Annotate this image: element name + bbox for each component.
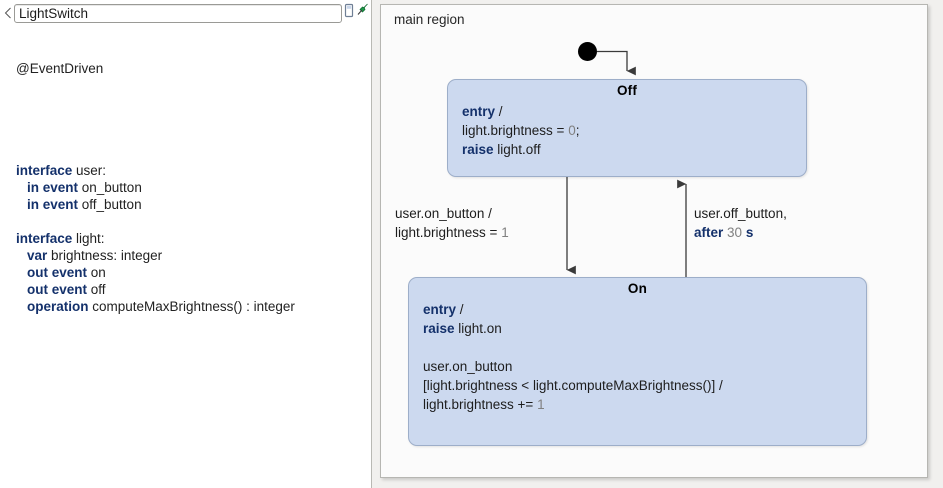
code-line: interface light: [16, 231, 105, 246]
state-body-line: entry / [462, 104, 503, 119]
statechart-name-input[interactable] [14, 3, 342, 23]
transition-label-line: light.brightness = 1 [395, 225, 509, 240]
transition-label-off-to-on[interactable]: user.on_button / light.brightness = 1 [395, 204, 509, 242]
region-label: main region [394, 12, 465, 27]
properties-view-icon[interactable] [344, 3, 355, 18]
state-on[interactable]: On entry / raise light.on user.on_button [… [408, 277, 867, 446]
code-line [16, 213, 367, 230]
initial-state-node[interactable] [578, 42, 597, 61]
transition-label-line: user.off_button, [694, 206, 787, 221]
state-on-body: entry / raise light.on user.on_button [lig… [409, 296, 866, 414]
code-line: var brightness: integer [27, 248, 163, 263]
statechart-name-row [0, 0, 371, 24]
code-line: operation computeMaxBrightness() : integ… [27, 299, 295, 314]
definition-panel: @EventDriven interface user: in event on_… [0, 0, 372, 488]
code-line: in event on_button [27, 180, 142, 195]
state-body-line: [light.brightness < light.computeMaxBrig… [423, 378, 723, 393]
pin-editor-icon[interactable] [356, 3, 369, 16]
state-off-title: Off [616, 83, 638, 98]
spacer-line [16, 111, 367, 128]
state-body-line: light.brightness += 1 [423, 397, 545, 412]
code-line: out event on [27, 265, 106, 280]
transition-label-line: user.on_button / [395, 206, 492, 221]
statechart-definition-text[interactable]: @EventDriven interface user: in event on_… [0, 24, 371, 488]
state-off-body: entry / light.brightness = 0; raise light.… [448, 98, 806, 159]
transition-label-line: after 30 s [694, 225, 754, 240]
editor-tool-icons [342, 3, 369, 23]
state-on-title: On [627, 281, 648, 296]
state-body-line [423, 338, 866, 357]
state-body-line: light.brightness = 0; [462, 123, 580, 138]
state-body-line: raise light.off [462, 142, 541, 157]
state-body-line: entry / [423, 302, 464, 317]
transition-label-on-to-off[interactable]: user.off_button,after 30 s [694, 204, 787, 242]
code-line: in event off_button [27, 197, 142, 212]
code-line: interface user: [16, 163, 107, 178]
annotation-line: @EventDriven [16, 61, 104, 76]
state-off[interactable]: Off entry / light.brightness = 0; raise li… [447, 79, 807, 177]
code-line: out event off [27, 282, 106, 297]
diagram-area: main region Off [372, 0, 943, 488]
statechart-canvas[interactable]: main region Off [380, 4, 928, 478]
state-body-line: user.on_button [423, 359, 513, 374]
state-body-line: raise light.on [423, 321, 502, 336]
collapse-left-arrow-icon[interactable] [2, 3, 14, 23]
